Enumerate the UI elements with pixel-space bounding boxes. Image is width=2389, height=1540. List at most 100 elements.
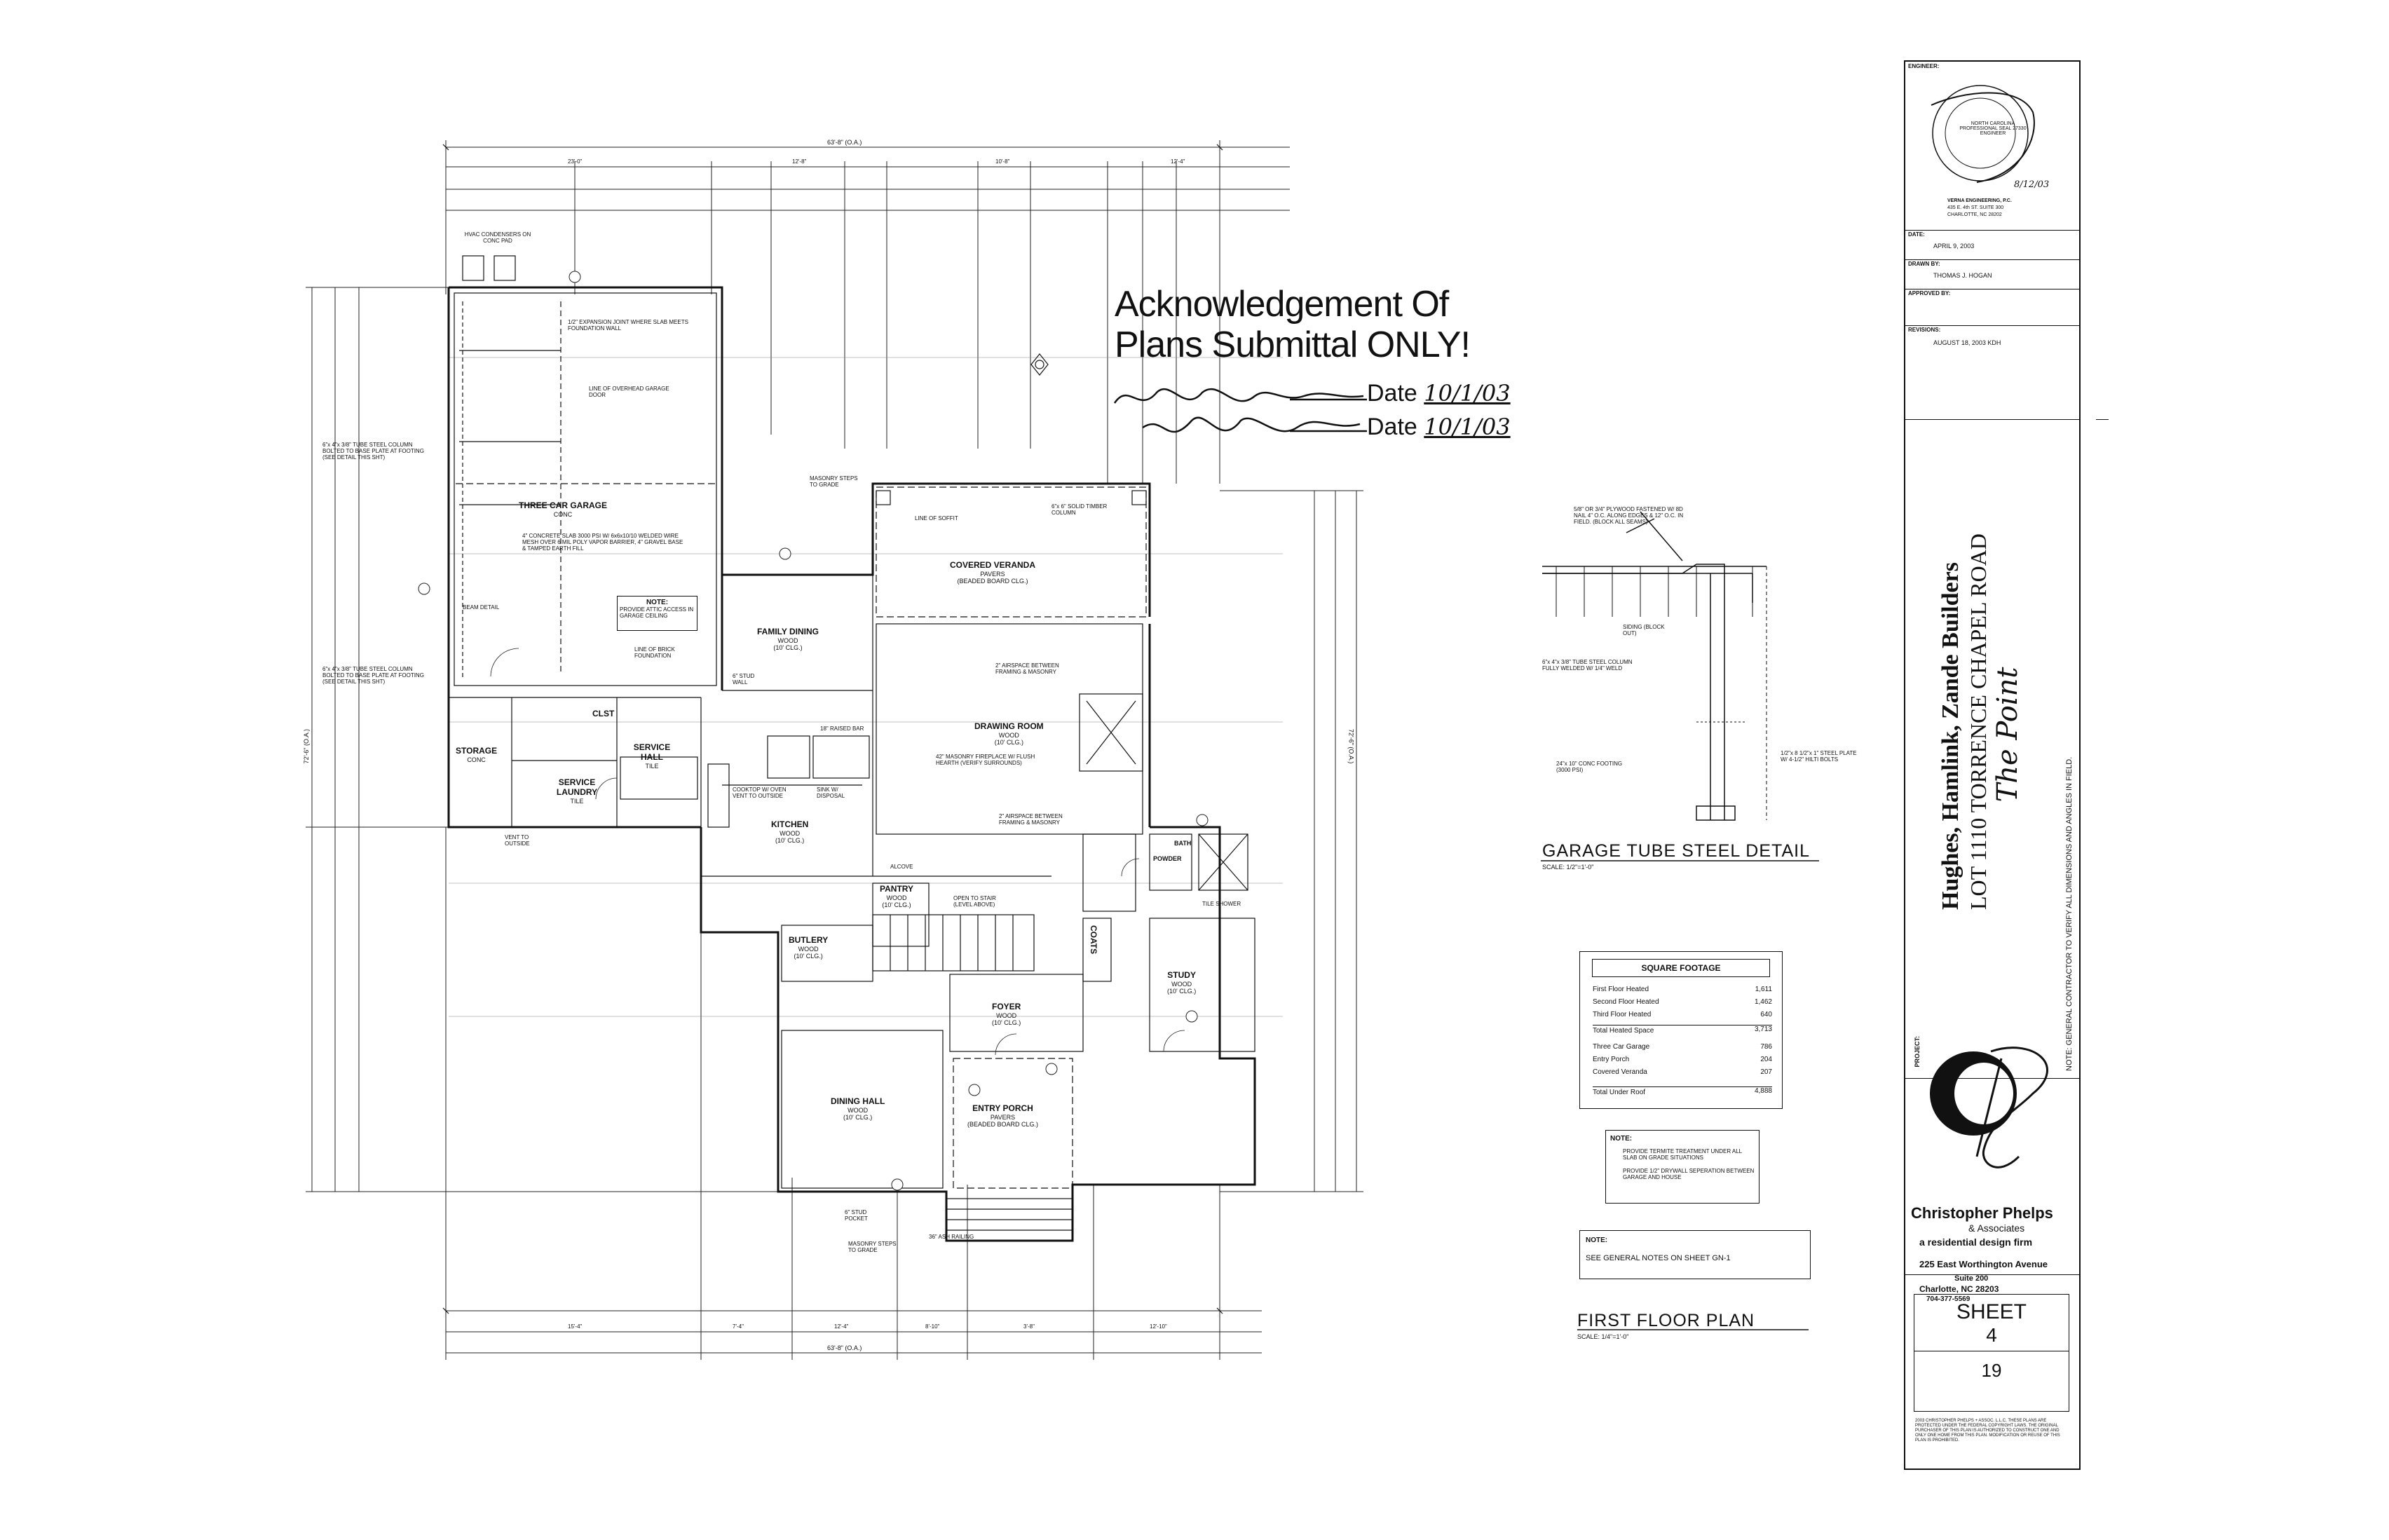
room-kitchen: KITCHEN WOOD (10' CLG.) [771, 819, 809, 845]
dim-bottom-seg-6: 12'-10" [1150, 1323, 1167, 1330]
dim-overall-top: 63'-8" (O.A.) [827, 139, 862, 146]
sf-row: Entry Porch 204 [1593, 1056, 1772, 1063]
room-kitchen-floor: WOOD [780, 829, 801, 837]
sf-label: Total Under Roof [1593, 1089, 1646, 1096]
copyright-note: 2003 CHRISTOPHER PHELPS + ASSOC. L.L.C. … [1915, 1419, 2060, 1443]
engineer-addr1: 435 E. 4th ST. SUITE 300 [1947, 205, 2004, 210]
room-foyer: FOYER WOOD (10' CLG.) [992, 1002, 1021, 1026]
room-clst-name: CLST [592, 709, 615, 718]
room-family-dining-name: FAMILY DINING [757, 627, 819, 636]
note-open-stair: OPEN TO STAIR (LEVEL ABOVE) [953, 895, 996, 908]
room-foyer-ceiling: (10' CLG.) [992, 1019, 1021, 1027]
notes-box: NOTE: PROVIDE TERMITE TREATMENT UNDER AL… [1605, 1130, 1760, 1204]
dim-bottom-seg-4: 8'-10" [925, 1323, 940, 1330]
note-beam-detail: BEAM DETAIL [463, 604, 500, 611]
seal-date: 8/12/03 [2014, 179, 2050, 190]
note-alcove: ALCOVE [890, 864, 913, 870]
note-airspace-1: 2" AIRSPACE BETWEEN FRAMING & MASONRY [995, 662, 1059, 676]
room-family-dining-ceiling: (10' CLG.) [773, 644, 803, 652]
room-dining-hall-floor: WOOD [848, 1106, 869, 1114]
tb-engineer-label: ENGINEER: [1908, 63, 1940, 69]
tb-project: PROJECT: Hughes, Hamlink, Zande Builders… [1905, 419, 2079, 1079]
engineer-name: VERNA ENGINEERING, P.C. [1947, 198, 2012, 203]
tb-project-text: Hughes, Hamlink, Zande Builders LOT 1110… [1937, 533, 2024, 910]
firm-assoc: & Associates [1968, 1222, 2025, 1234]
firm-addr1: 225 East Worthington Avenue [1919, 1259, 2048, 1269]
acknowledgement-stamp: Acknowledgement Of Plans Submittal ONLY! [1115, 284, 1507, 365]
sheet-number: 4 [1914, 1324, 2069, 1351]
dim-right-overall: 72'-6" (O.A.) [1347, 729, 1355, 764]
room-laundry-floor: TILE [570, 797, 584, 805]
note-solid-column: 6"x 6" SOLID TIMBER COLUMN [1051, 503, 1108, 517]
sf-label: Third Floor Heated [1593, 1011, 1652, 1018]
detail-note-3: 6"x 4"x 3/8" TUBE STEEL COLUMN FULLY WEL… [1542, 659, 1633, 672]
sheet-label: SHEET [1956, 1300, 2027, 1323]
room-bath-name: BATH [1174, 840, 1192, 847]
sheet-box: SHEET 4 19 [1914, 1294, 2069, 1412]
room-bath: BATH [1174, 840, 1191, 847]
note-vent: VENT TO OUTSIDE [505, 834, 530, 847]
general-note-box: NOTE: SEE GENERAL NOTES ON SHEET GN-1 [1579, 1230, 1811, 1279]
tb-date-label: DATE: [1908, 231, 1925, 238]
room-covered-veranda-ceiling: (BEADED BOARD CLG.) [957, 578, 1028, 585]
room-study: STUDY WOOD (10' CLG.) [1167, 970, 1196, 995]
sf-value: 207 [1760, 1068, 1772, 1076]
detail-note-1: 5/8" OR 3/4" PLYWOOD FASTENED W/ 8D NAIL… [1574, 506, 1684, 526]
sf-label: Second Floor Heated [1593, 998, 1659, 1006]
room-dining-hall: DINING HALL WOOD (10' CLG.) [831, 1096, 885, 1121]
room-kitchen-name: KITCHEN [771, 819, 809, 829]
sf-value: 204 [1760, 1056, 1772, 1063]
detail-note-4: 24"x 10" CONC FOOTING (3000 PSI) [1556, 761, 1623, 774]
dim-top-seg-2: 12'-8" [792, 158, 807, 165]
note-airspace-2: 2" AIRSPACE BETWEEN FRAMING & MASONRY [999, 813, 1063, 826]
sf-label: First Floor Heated [1593, 986, 1649, 993]
room-service-hall: SERVICE HALL TILE [631, 742, 673, 770]
sf-label: Entry Porch [1593, 1056, 1630, 1063]
room-family-dining: FAMILY DINING WOOD (10' CLG.) [757, 627, 819, 651]
dim-bottom-seg-5: 3'-8" [1023, 1323, 1035, 1330]
sf-value: 3,713 [1754, 1025, 1772, 1033]
room-butlery: BUTLERY WOOD (10' CLG.) [789, 935, 828, 960]
room-pantry-name: PANTRY [880, 884, 913, 894]
dim-left-overall: 72'-6" (O.A.) [303, 729, 310, 764]
general-note-title: NOTE: [1586, 1236, 1608, 1244]
notes-box-title: NOTE: [1610, 1135, 1633, 1143]
note-tile-shower: TILE SHOWER [1202, 901, 1241, 907]
detail-scale: SCALE: 1/2"=1'-0" [1542, 864, 1594, 871]
sf-value: 786 [1760, 1043, 1772, 1051]
tb-revisions-label: REVISIONS: [1908, 327, 1941, 333]
garage-note-text: PROVIDE ATTIC ACCESS IN GARAGE CEILING [620, 606, 694, 619]
firm-tag: a residential design firm [1919, 1236, 2033, 1248]
firm-phone: 704-377-5569 [1926, 1295, 1971, 1303]
room-foyer-floor: WOOD [996, 1011, 1017, 1019]
note-raised-bar: 18" RAISED BAR [820, 725, 864, 732]
note-line-of-soffit: LINE OF SOFFIT [915, 515, 958, 522]
sheet-total: 19 [1981, 1360, 2002, 1381]
firm-logo [1916, 1092, 2028, 1204]
tb-address: Suite 200 Charlotte, NC 28203 704-377-55… [1905, 1274, 2079, 1314]
note-railing: 36" ASH RAILING [929, 1234, 974, 1240]
date-value-1: 10/1/03 [1424, 380, 1511, 407]
room-drawing-room-floor: WOOD [998, 731, 1019, 739]
room-entry-porch-name: ENTRY PORCH [972, 1103, 1033, 1113]
room-garage: THREE CAR GARAGE CONC [519, 500, 607, 518]
room-covered-veranda: COVERED VERANDA PAVERS (BEADED BOARD CLG… [950, 560, 1035, 585]
tb-engineer: ENGINEER: NORTH CAROLINA PROFESSIONAL SE… [1905, 62, 2079, 231]
room-garage-floor: CONC [553, 510, 573, 518]
general-note-text: SEE GENERAL NOTES ON SHEET GN-1 [1586, 1254, 1731, 1262]
room-entry-porch-floor: PAVERS [990, 1113, 1016, 1121]
room-family-dining-floor: WOOD [777, 636, 798, 644]
room-laundry: SERVICE LAUNDRY TILE [552, 777, 601, 805]
room-powder-name: POWDER [1153, 855, 1182, 862]
room-kitchen-ceiling: (10' CLG.) [775, 837, 805, 845]
signature-date-1: Date 10/1/03 [1367, 380, 1511, 407]
room-pantry-floor: WOOD [886, 894, 907, 901]
tb-side-note: NOTE: GENERAL CONTRACTOR TO VERIFY ALL D… [2065, 756, 2074, 1071]
